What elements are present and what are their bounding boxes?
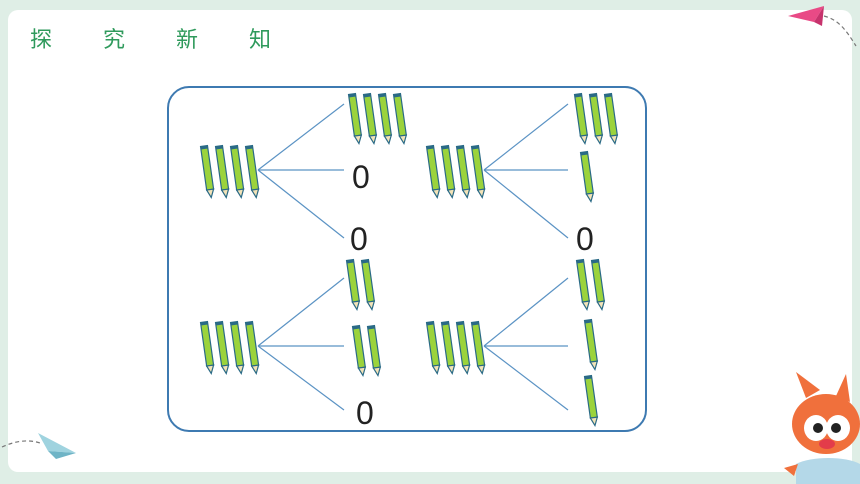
pencil-icon [362,92,378,145]
pencil-icon [345,258,361,311]
pencil-icon [244,320,260,375]
branch-line [483,345,569,411]
branch-line [257,277,345,347]
pencil-icon [425,144,441,199]
diagram-frame [167,86,647,432]
pencil-icon [351,324,367,377]
pencil-icon [377,92,393,145]
pencil-icon [425,320,441,375]
pencil-icon [455,144,471,199]
pencil-icon [366,324,382,377]
pencil-icon [244,144,260,199]
pencil-icon [583,318,599,371]
zero-label: 0 [576,221,594,257]
pencil-icon [360,258,376,311]
pencil-icon [455,320,471,375]
pencil-icon [199,320,215,375]
fox-mascot-icon [784,372,860,484]
branch-line [257,345,345,411]
branch-line [483,103,569,171]
section-title: 探 究 新 知 [30,28,293,53]
pencil-icon [590,258,606,311]
pencil-icon [440,320,456,375]
branch-line [257,103,345,171]
zero-label: 0 [356,395,374,431]
pencil-icon [470,144,486,199]
pencil-icon [214,144,230,199]
pencil-icon [573,92,589,145]
pencil-icon [470,320,486,375]
pencil-icon [229,320,245,375]
paper-plane-icon [788,6,857,47]
pencil-icon [588,92,604,145]
pencil-icon [440,144,456,199]
pencil-icon [603,92,619,145]
branch-line [483,169,569,239]
zero-label: 0 [350,221,368,257]
pencil-icon [575,258,591,311]
zero-label: 0 [352,159,370,195]
pencil-icon [583,374,599,427]
pencil-icon [579,150,595,203]
pencil-icon [392,92,408,145]
pencil-icon [214,320,230,375]
branch-line [257,169,345,239]
paper-plane-icon [1,433,76,459]
pencil-icon [199,144,215,199]
pencil-icon [229,144,245,199]
pencil-icon [347,92,363,145]
branch-line [483,277,569,347]
